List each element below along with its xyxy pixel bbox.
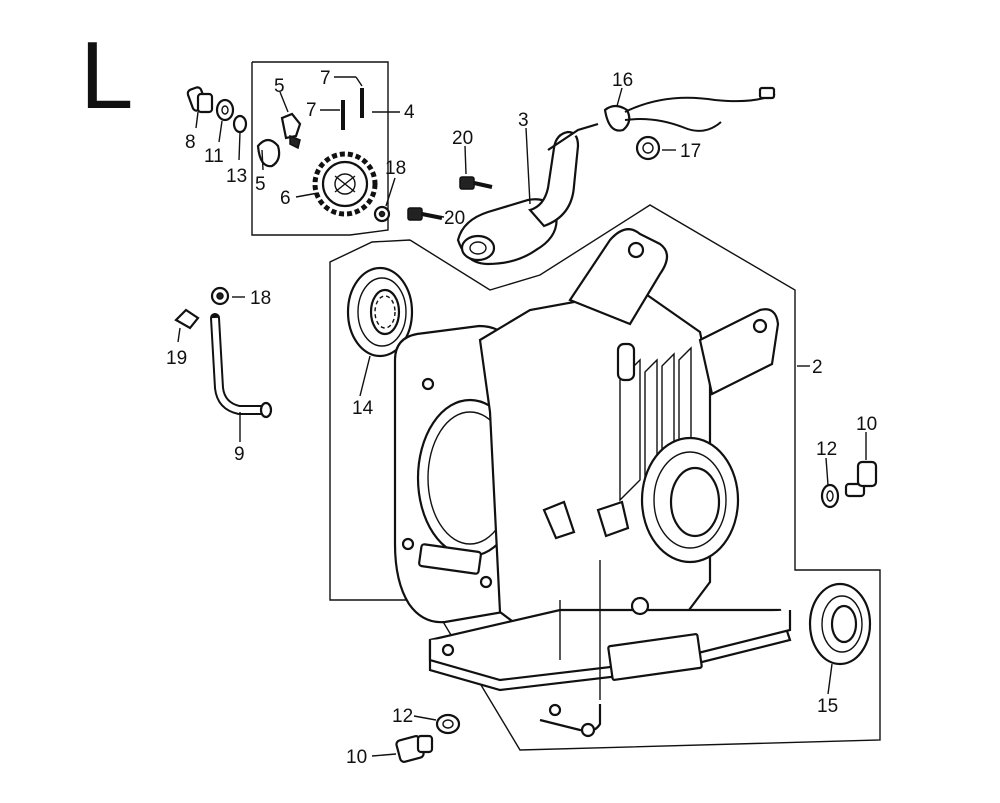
part-7-pins (341, 88, 364, 130)
part-6-governor-gear (312, 151, 378, 217)
callout-10-bottom: 10 (346, 747, 367, 768)
part-9-breather-tube (210, 313, 273, 419)
callout-7-top: 7 (320, 68, 331, 89)
callout-11: 11 (204, 146, 224, 167)
callout-17: 17 (680, 141, 701, 162)
callout-2: 2 (812, 357, 823, 378)
callout-5-low: 5 (255, 174, 266, 195)
callout-16: 16 (612, 70, 633, 91)
section-letter: L (80, 22, 133, 129)
callout-5-top: 5 (274, 76, 285, 97)
part-10-bolt-right (844, 460, 878, 498)
part-15-oil-seal (808, 582, 872, 666)
callout-14: 14 (352, 398, 374, 419)
callout-8: 8 (185, 132, 196, 153)
part-11-washer (215, 98, 235, 122)
callout-18-top: 18 (385, 158, 406, 179)
callout-13: 13 (226, 166, 247, 187)
callout-9: 9 (234, 444, 245, 465)
callout-4: 4 (404, 102, 415, 123)
callout-6: 6 (280, 188, 291, 209)
callout-12-bottom: 12 (392, 706, 413, 727)
part-12-washer-bottom (435, 713, 461, 735)
part-13-clip (232, 114, 248, 134)
part-14-bearing (346, 266, 414, 358)
part-5-holder-lower (256, 138, 281, 168)
callout-19: 19 (166, 348, 187, 369)
part-20-bolt-upper (459, 176, 493, 190)
part-10-bolt-bottom (395, 734, 434, 763)
oil-switch-assembly (407, 86, 776, 266)
part-20-bolt-lower (407, 207, 443, 221)
callout-15: 15 (817, 696, 838, 717)
part-19-clip (174, 308, 200, 330)
callout-labels: 7 5 7 4 8 11 13 5 6 18 16 3 20 20 17 18 … (166, 68, 877, 768)
callout-18-left: 18 (250, 288, 271, 309)
group-outline-crankcase (329, 204, 881, 751)
leader-lines (177, 76, 867, 757)
part-18-nut (210, 286, 230, 306)
part-12-washer-right (820, 483, 840, 509)
callout-3: 3 (518, 110, 529, 131)
part-5-holder-upper (280, 112, 302, 150)
part-2-crankcase (393, 228, 792, 738)
part-18-washer-governor (373, 205, 391, 223)
governor-assembly (186, 86, 391, 223)
group-box-governor (251, 61, 389, 236)
callout-12-right: 12 (816, 439, 837, 460)
part-8-pin (186, 86, 214, 114)
callout-20-top: 20 (452, 128, 473, 149)
callout-7-mid: 7 (306, 100, 317, 121)
part-17-grommet (635, 135, 661, 161)
callout-20-low: 20 (444, 208, 465, 229)
callout-10-right: 10 (856, 414, 877, 435)
